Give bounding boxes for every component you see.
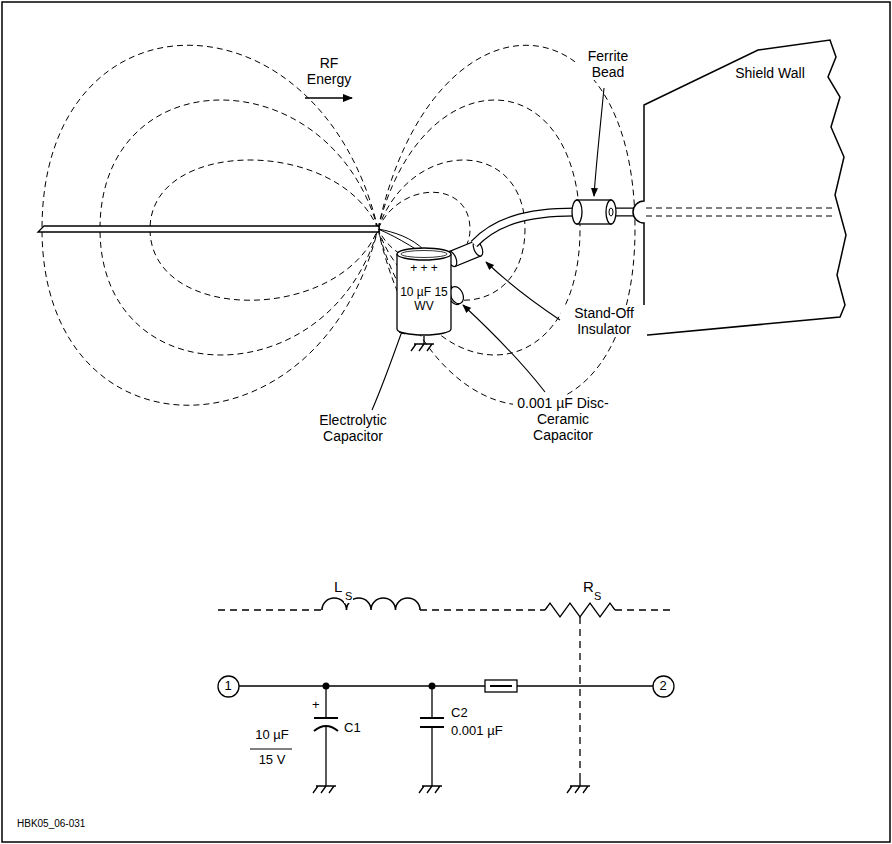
terminal-circle: 1 xyxy=(217,675,240,698)
terminal-number: 2 xyxy=(659,679,666,694)
electrolytic-capacitor: + + + 10 µF 15 WV xyxy=(396,246,452,336)
subscript: S xyxy=(593,590,602,603)
node-outline xyxy=(640,35,852,347)
junction-dot xyxy=(323,683,330,690)
capacitor-value: 0.001 µF xyxy=(450,724,504,739)
ferrite-bead xyxy=(572,200,616,224)
callout-label: 0.001 µF Disc-Ceramic Capacitor xyxy=(513,395,613,443)
annotation: RF Energy xyxy=(298,55,360,87)
polarity-marks: + + + xyxy=(398,262,450,276)
feed-wire xyxy=(474,212,645,244)
terminal-number: 1 xyxy=(224,679,231,694)
energy-arrow xyxy=(305,97,352,98)
junction-dot xyxy=(429,683,436,690)
subscript: S xyxy=(344,590,353,603)
voltage-rating: 15 V xyxy=(241,753,303,768)
polarity-mark: + xyxy=(311,698,321,713)
shield-wall: Shield Wall xyxy=(640,35,852,347)
inductance-symbol: L xyxy=(333,578,343,595)
leader-arrows xyxy=(372,88,604,410)
terminal-circle: 2 xyxy=(652,675,675,698)
callout-label: Ferrite Bead xyxy=(575,48,641,80)
figure-id: HBK05_06-031 xyxy=(16,818,86,830)
part-name: C2 xyxy=(450,706,469,721)
ground-symbol xyxy=(411,336,434,351)
ground-symbol xyxy=(419,778,442,793)
capacitor-markings: + + + 10 µF 15 WV xyxy=(398,262,450,313)
capacitor-rating: 10 µF 15 WV xyxy=(398,286,450,314)
capacitor-value: 10 µF xyxy=(241,728,303,743)
callout-label: Electrolytic Capacitor xyxy=(306,412,400,444)
field-lines xyxy=(42,45,635,405)
antenna-rod xyxy=(38,226,380,232)
wall-label: Shield Wall xyxy=(735,65,805,81)
callout-label: Stand-Off Insulator xyxy=(561,305,647,337)
schematic xyxy=(218,598,672,778)
ground-symbol xyxy=(313,778,336,793)
part-name: C1 xyxy=(343,721,362,736)
ground-symbol xyxy=(567,778,590,793)
